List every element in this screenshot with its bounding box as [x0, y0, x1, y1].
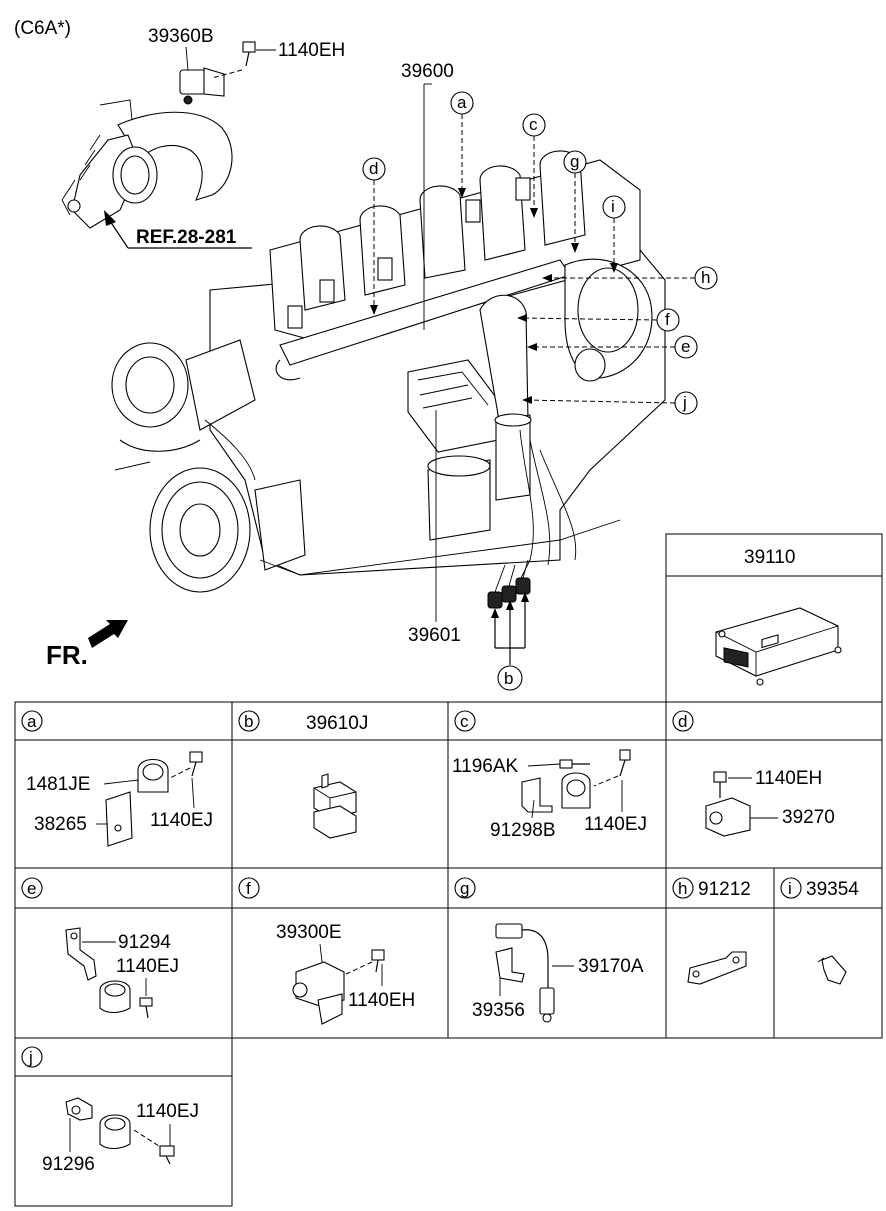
svg-text:a: a — [27, 712, 37, 731]
svg-text:h: h — [678, 879, 687, 898]
front-arrow-icon — [88, 620, 128, 648]
svg-text:1140EH: 1140EH — [755, 768, 822, 789]
svg-text:1140EJ: 1140EJ — [136, 1101, 199, 1122]
svg-text:e: e — [27, 879, 36, 898]
svg-text:38265: 38265 — [34, 814, 87, 835]
svg-text:i: i — [788, 879, 792, 898]
svg-text:39300E: 39300E — [276, 922, 342, 943]
panel-g: 39170A 39356 — [472, 923, 644, 1023]
svg-text:j: j — [682, 393, 687, 412]
svg-text:91294: 91294 — [118, 932, 171, 953]
panel-e: 91294 1140EJ — [65, 927, 179, 1019]
front-label: FR. — [46, 640, 88, 670]
callout-39601: 39601 — [408, 625, 461, 646]
svg-text:1140EH: 1140EH — [348, 990, 415, 1011]
svg-text:g: g — [570, 152, 579, 171]
svg-text:a: a — [457, 93, 467, 112]
panel-h-bracket-icon — [687, 951, 747, 985]
svg-text:c: c — [460, 712, 469, 731]
svg-text:h: h — [701, 268, 710, 287]
panel-b-relay-icon — [313, 773, 357, 839]
svg-text:1140EJ: 1140EJ — [150, 810, 213, 831]
svg-text:91298B: 91298B — [490, 820, 556, 841]
variant-label: (C6A*) — [14, 18, 71, 39]
panel-f: 39300E 1140EH — [276, 922, 415, 1025]
svg-text:1481JE: 1481JE — [26, 774, 90, 795]
connector-cluster — [487, 559, 531, 609]
throttle-body-illustration — [61, 67, 233, 229]
callout-1140EH-top: 1140EH — [278, 40, 345, 61]
ref-arrow-icon — [104, 210, 116, 226]
callout-39360B: 39360B — [148, 26, 214, 47]
engine-callouts: a c d g i h f e j b — [362, 91, 718, 691]
engine-illustration — [111, 150, 666, 593]
detail-grid — [14, 701, 883, 1207]
svg-text:1140EJ: 1140EJ — [584, 814, 647, 835]
svg-text:d: d — [369, 159, 378, 178]
ref-label: REF.28-281 — [136, 227, 237, 248]
svg-text:b: b — [504, 669, 513, 688]
svg-text:39270: 39270 — [782, 807, 835, 828]
panel-i-clip-icon — [817, 955, 847, 985]
ecu-icon — [715, 607, 842, 686]
svg-text:j: j — [28, 1048, 33, 1067]
panel-a: 1481JE 38265 1140EJ — [26, 751, 213, 847]
panel-c: 1196AK 91298B 1140EJ — [452, 749, 647, 841]
svg-text:39356: 39356 — [472, 1000, 525, 1021]
panel-39110-title: 39110 — [744, 547, 795, 568]
svg-text:f: f — [665, 310, 670, 329]
svg-text:b: b — [244, 712, 253, 731]
svg-text:i: i — [611, 197, 615, 216]
panel-j: 1140EJ 91296 — [42, 1097, 199, 1175]
panel-d: 1140EH 39270 — [705, 768, 835, 837]
bolt-icon — [242, 41, 256, 67]
callout-39600: 39600 — [401, 61, 454, 82]
svg-text:e: e — [681, 337, 690, 356]
panel-i-title: 39354 — [806, 879, 859, 900]
svg-text:g: g — [460, 879, 469, 898]
svg-text:39170A: 39170A — [578, 956, 644, 977]
svg-text:1140EJ: 1140EJ — [116, 956, 179, 977]
svg-text:91296: 91296 — [42, 1154, 95, 1175]
panel-b-title: 39610J — [306, 713, 368, 734]
svg-text:d: d — [678, 712, 687, 731]
svg-text:1196AK: 1196AK — [452, 756, 519, 777]
callout-circle-b — [497, 665, 523, 691]
panel-h-title: 91212 — [698, 879, 751, 900]
svg-text:f: f — [246, 879, 251, 898]
svg-text:c: c — [529, 115, 538, 134]
panel-letters: a b c d e f g h i j — [21, 710, 802, 1068]
